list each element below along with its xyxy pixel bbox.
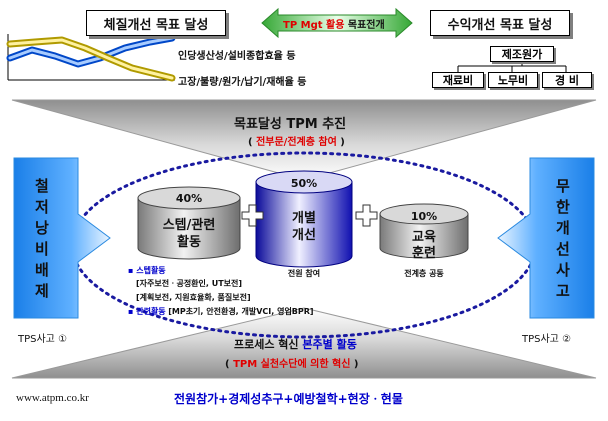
plus-icon — [355, 204, 378, 227]
cylinder-individual-line1: 개별 — [292, 211, 316, 226]
step-activity-item: [계획보전, 지원효율화, 품질보전] — [136, 293, 251, 302]
left-arrow-shape — [13, 157, 111, 319]
top-funnel-subtitle: ( 전부문/전계층 참여 ) — [248, 137, 345, 148]
header-arrow-label: TP Mgt 활용 목표전개 — [283, 20, 385, 31]
cylinder-education-line1: 교육 — [412, 230, 436, 245]
header-left-box: 체질개선 목표 달성 — [86, 10, 226, 36]
bottom-funnel — [11, 307, 597, 379]
top-funnel-title: 목표달성 TPM 추진 — [234, 117, 347, 132]
cost-expense-box: 경 비 — [542, 72, 592, 88]
cylinder-step-line1: 스텝/관련 — [162, 218, 216, 233]
cylinder-individual — [255, 170, 353, 268]
top-funnel — [11, 99, 597, 181]
related-activity-label: ▪ 관련활동 [MP초기, 안전환경, 개발VCI, 영업BPR] — [128, 307, 314, 316]
header-left-text: 체질개선 목표 달성 — [103, 17, 209, 33]
cylinder-individual-caption: 전원 참여 — [287, 269, 321, 278]
plus-icon — [241, 204, 264, 227]
indicator-productivity: 인당생산성/설비종합효율 등 — [178, 51, 296, 62]
footer-slogan: 전원참가+경제성추구+예방철학+현장ㆍ현물 — [174, 392, 403, 406]
cost-root-box: 제조원가 — [490, 46, 554, 62]
left-arrow-text: 철 저 낭 비 배 제 — [35, 177, 49, 300]
indicator-failure: 고장/불량/원가/납기/재해율 등 — [178, 77, 307, 88]
right-arrow-shape — [497, 157, 595, 319]
bottom-funnel-title: 프로세스 혁신 본주별 활동 — [234, 338, 357, 351]
cylinder-education-caption: 전계층 공동 — [404, 269, 444, 278]
header-right-box: 수익개선 목표 달성 — [430, 10, 570, 36]
footer-url: www.atpm.co.kr — [16, 392, 89, 404]
cylinder-step-line2: 활동 — [177, 235, 201, 250]
right-arrow-text: 무 한 개 선 사 고 — [556, 177, 570, 300]
right-arrow-caption: TPS사고 ② — [522, 334, 572, 345]
step-activity-item: [자주보전ㆍ공정환인, UT보전] — [136, 279, 243, 288]
left-arrow-caption: TPS사고 ① — [18, 334, 68, 345]
cylinder-education-percent: 10% — [410, 210, 438, 223]
cylinder-individual-line2: 개선 — [292, 228, 316, 243]
cylinder-step-percent: 40% — [175, 192, 203, 205]
cost-labor-box: 노무비 — [488, 72, 538, 88]
cylinder-step — [137, 186, 241, 260]
header-double-arrow — [261, 7, 413, 39]
header-right-text: 수익개선 목표 달성 — [447, 17, 553, 33]
bottom-funnel-subtitle: ( TPM 실천수단에 의한 혁신 ) — [225, 359, 359, 370]
cylinder-education — [379, 203, 469, 259]
cost-material-box: 재료비 — [432, 72, 484, 88]
cylinder-individual-percent: 50% — [290, 177, 318, 190]
step-activity-label: ▪ 스텝활동 — [128, 266, 166, 275]
cylinder-education-line2: 훈련 — [412, 246, 436, 261]
